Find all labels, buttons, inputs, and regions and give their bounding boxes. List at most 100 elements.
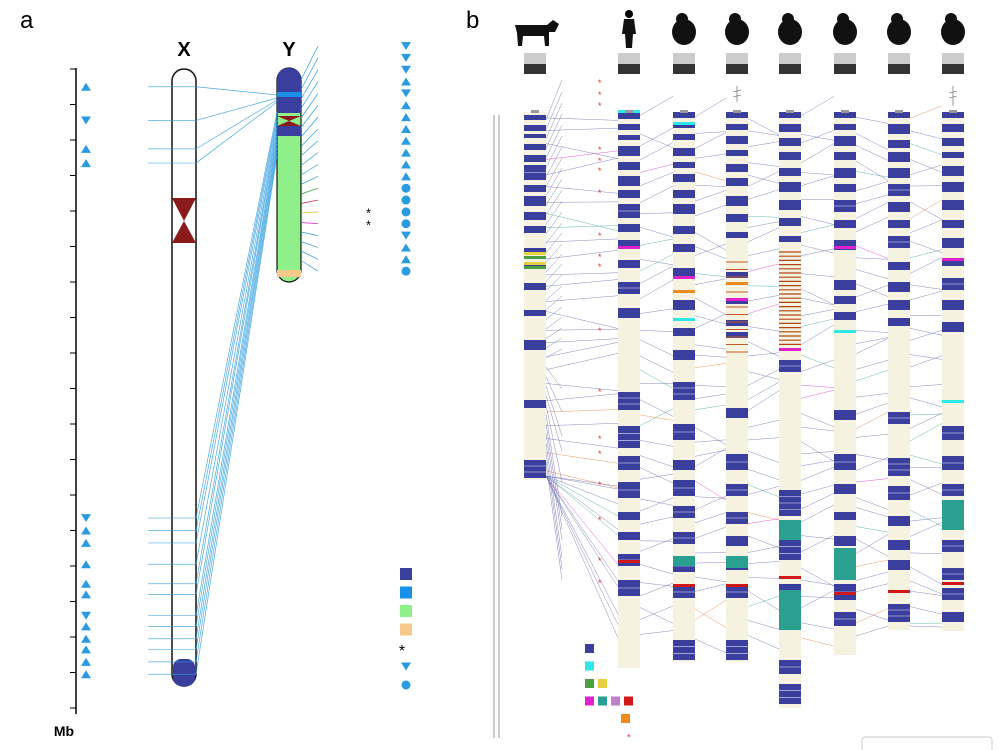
testis-star: * bbox=[598, 480, 602, 490]
testis-star: * bbox=[598, 166, 602, 176]
legend-swatch bbox=[585, 679, 594, 688]
gene-leader bbox=[545, 337, 563, 349]
track-cap bbox=[841, 110, 849, 113]
down-arrow-icon bbox=[81, 116, 91, 125]
human-body-icon bbox=[622, 19, 636, 48]
synteny-line bbox=[855, 507, 889, 518]
synteny-line bbox=[855, 402, 889, 415]
gene-leader bbox=[545, 274, 563, 292]
gene-leader bbox=[545, 124, 563, 159]
gap-break-icon bbox=[732, 86, 742, 102]
synteny-line bbox=[545, 393, 619, 401]
ape-icon bbox=[778, 19, 802, 45]
synteny-line bbox=[747, 419, 780, 428]
testis-star: * bbox=[598, 231, 602, 241]
synteny-line bbox=[639, 133, 674, 148]
conserved-block bbox=[524, 340, 546, 350]
synteny-line bbox=[639, 254, 674, 272]
down-arrow-icon bbox=[81, 514, 91, 523]
testis-star: * bbox=[598, 449, 602, 459]
conserved-block bbox=[726, 124, 748, 130]
conserved-block bbox=[779, 168, 801, 176]
synteny-line bbox=[800, 590, 835, 609]
gene-leader bbox=[545, 414, 563, 518]
synteny-line bbox=[694, 480, 727, 501]
conserved-block bbox=[673, 328, 695, 336]
synteny-line bbox=[747, 635, 780, 650]
synteny-line bbox=[800, 216, 835, 225]
synteny-line bbox=[545, 338, 619, 343]
synteny-line bbox=[800, 384, 835, 388]
synteny-line bbox=[855, 283, 889, 297]
synteny-line bbox=[639, 279, 674, 300]
synteny-line bbox=[694, 153, 727, 159]
synteny-line bbox=[545, 295, 619, 302]
ape-head-icon bbox=[729, 13, 741, 25]
synteny-line bbox=[747, 468, 780, 481]
gene-leader bbox=[545, 404, 563, 483]
conserved-block bbox=[618, 260, 640, 268]
conserved-block bbox=[726, 112, 748, 118]
testis-star: * bbox=[598, 252, 602, 262]
conserved-block bbox=[942, 300, 964, 310]
ape-head-icon bbox=[945, 13, 957, 25]
synteny-line bbox=[800, 426, 835, 432]
conserved-block bbox=[888, 152, 910, 162]
gene-leader bbox=[545, 167, 563, 197]
conserved-block bbox=[942, 260, 964, 266]
colored-band bbox=[524, 252, 546, 255]
panel-a-legend: * bbox=[399, 568, 412, 690]
synteny-line bbox=[855, 194, 889, 204]
colored-band bbox=[524, 262, 546, 265]
synteny-line bbox=[545, 475, 619, 530]
conserved-block bbox=[673, 460, 695, 470]
not-in-btau-block bbox=[942, 500, 964, 530]
synteny-line bbox=[694, 315, 727, 325]
gene-leader bbox=[545, 222, 563, 244]
synteny-line bbox=[747, 382, 780, 400]
synteny-line bbox=[545, 383, 619, 391]
synteny-line bbox=[800, 460, 835, 467]
ape-head-icon bbox=[782, 13, 794, 25]
track-cap bbox=[949, 110, 957, 113]
x-chromosome-title: X bbox=[177, 39, 191, 61]
homology-line bbox=[195, 119, 278, 543]
colored-band bbox=[779, 348, 801, 351]
conserved-block bbox=[888, 300, 910, 310]
synteny-line bbox=[855, 559, 889, 567]
synteny-line bbox=[909, 164, 943, 175]
conserved-block bbox=[888, 220, 910, 228]
homology-line bbox=[195, 127, 278, 584]
gene-leader bbox=[545, 200, 563, 225]
conserved-block bbox=[673, 268, 695, 276]
testis-star: * bbox=[598, 145, 602, 155]
track-cap bbox=[895, 110, 903, 113]
synteny-line bbox=[747, 561, 780, 564]
conserved-block bbox=[673, 162, 695, 168]
conserved-block bbox=[726, 640, 748, 660]
arm-box bbox=[779, 64, 801, 74]
y-centromere bbox=[277, 116, 301, 126]
synteny-line bbox=[639, 238, 674, 246]
synteny-line bbox=[747, 620, 780, 630]
synteny-line bbox=[855, 202, 889, 219]
synteny-line bbox=[909, 130, 943, 140]
colored-band bbox=[779, 576, 801, 579]
synteny-line bbox=[545, 328, 619, 331]
conserved-block bbox=[888, 112, 910, 118]
conserved-block bbox=[942, 138, 964, 146]
synteny-line bbox=[855, 478, 889, 483]
down-arrow-icon bbox=[401, 53, 411, 62]
human-icon bbox=[625, 10, 633, 18]
colored-band bbox=[673, 122, 695, 125]
synteny-line bbox=[909, 479, 943, 495]
synteny-line bbox=[909, 454, 943, 465]
synteny-line bbox=[855, 337, 889, 344]
synteny-line bbox=[639, 308, 674, 314]
synteny-line bbox=[909, 566, 943, 585]
up-arrow-icon bbox=[81, 670, 91, 679]
ape-head-icon bbox=[837, 13, 849, 25]
species-name-box bbox=[888, 53, 910, 64]
synteny-line bbox=[909, 143, 943, 155]
gene-leader bbox=[545, 452, 563, 570]
